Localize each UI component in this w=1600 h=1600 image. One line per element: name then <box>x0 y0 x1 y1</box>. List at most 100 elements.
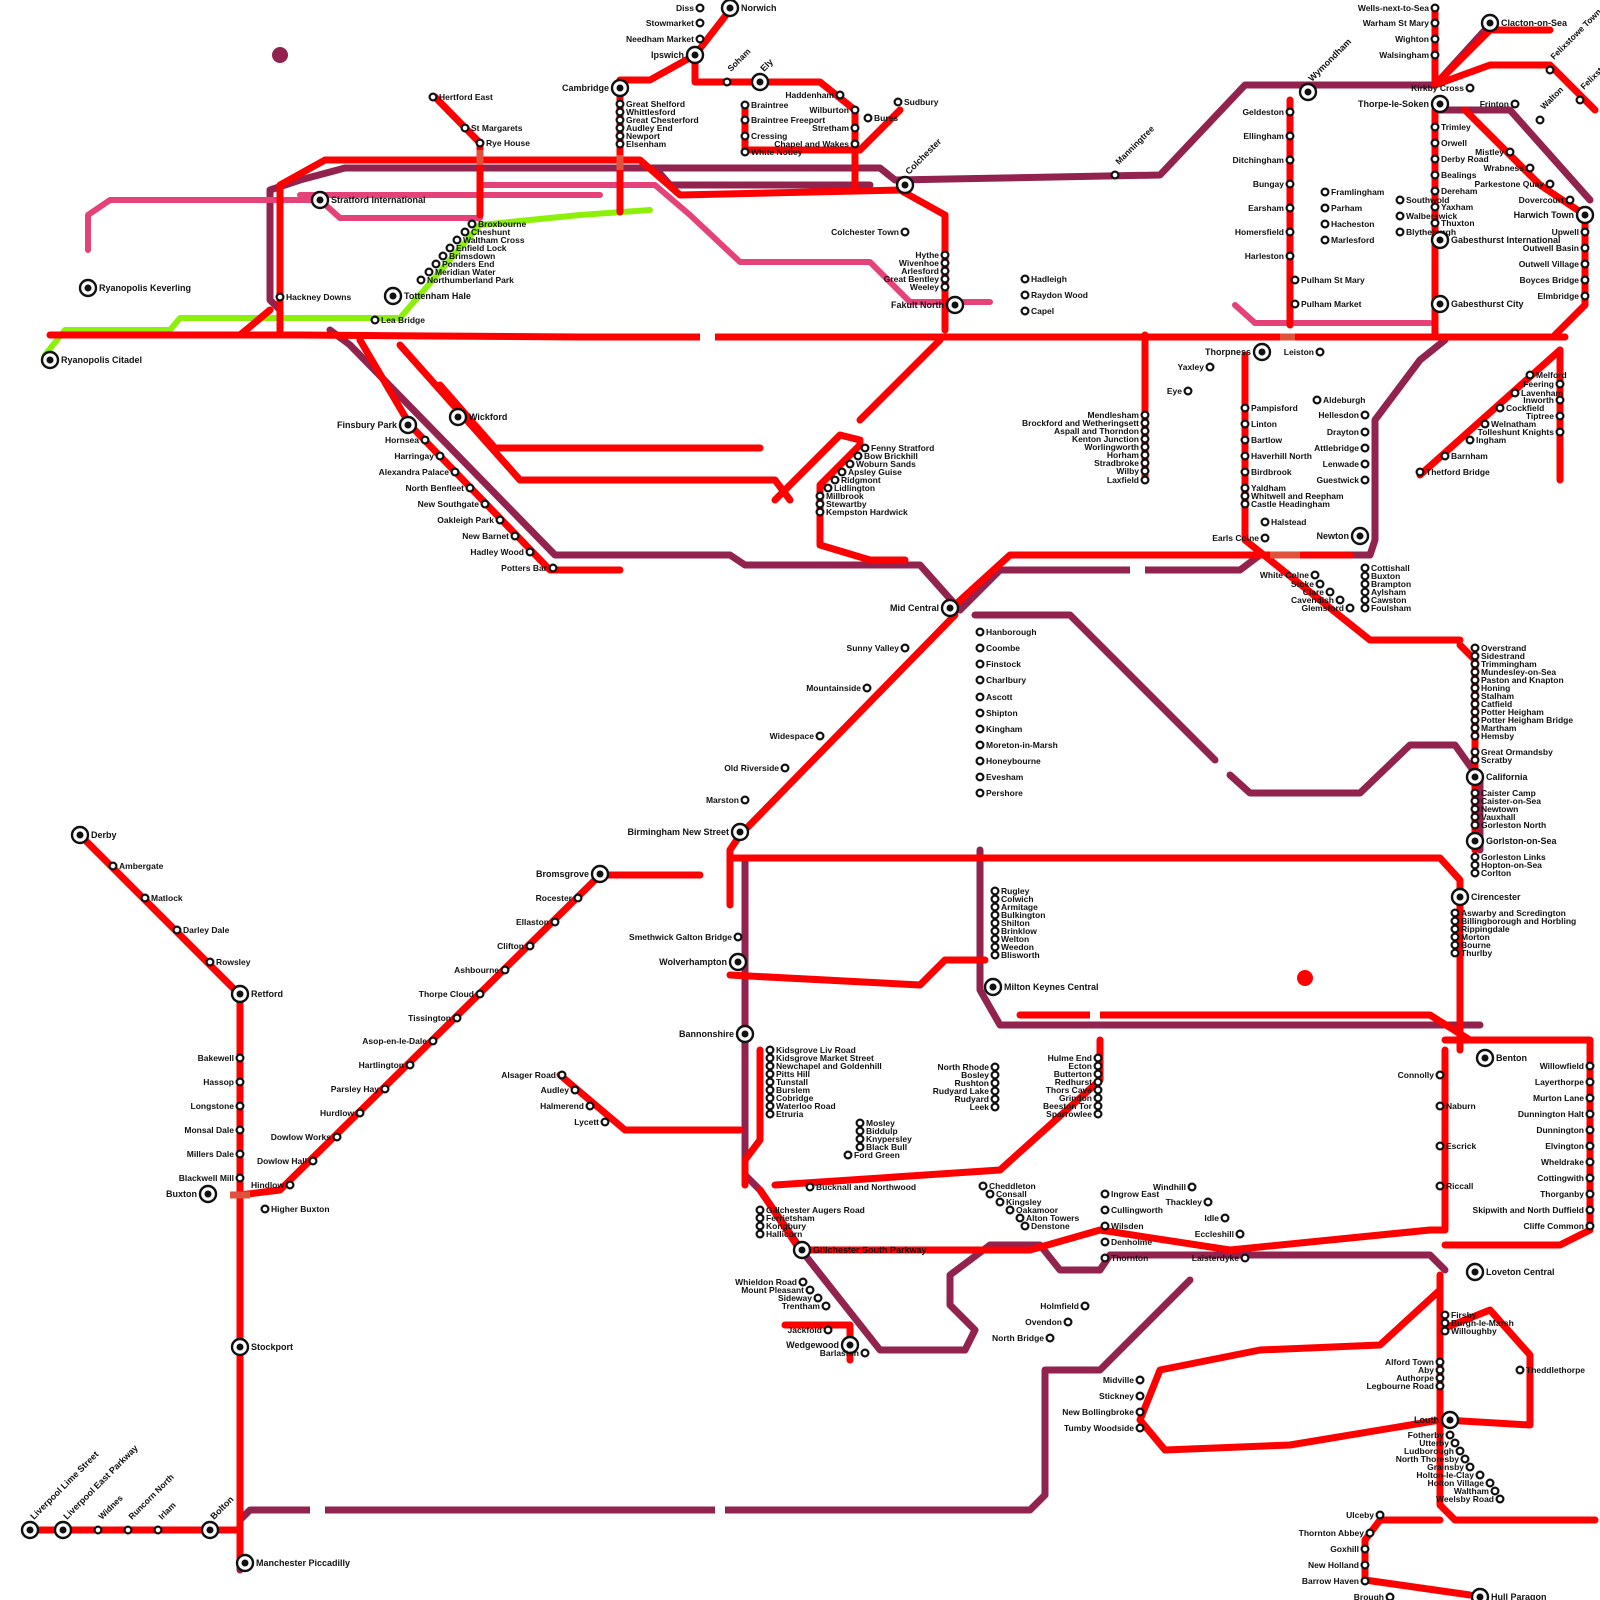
station[interactable]: Colchester Town <box>831 227 910 237</box>
station[interactable]: Birmingham New Street <box>627 822 750 842</box>
station[interactable]: Milton Keynes Central <box>983 977 1099 997</box>
station[interactable]: Sudbury <box>893 97 939 107</box>
station[interactable]: Lidlington <box>823 483 875 493</box>
station[interactable]: Windhill <box>1153 1182 1197 1192</box>
station[interactable]: Legbourne Road <box>1366 1381 1445 1391</box>
station[interactable]: Pitts Hill <box>765 1069 810 1079</box>
station[interactable]: Earls Colne <box>1212 533 1270 543</box>
station[interactable]: Mount Pleasant <box>741 1285 815 1295</box>
station[interactable]: Outwell Basin <box>1523 243 1590 253</box>
station[interactable]: Harwich Town <box>1514 205 1595 225</box>
station[interactable]: Halstead <box>1260 517 1307 527</box>
station[interactable]: Holton Village <box>1427 1478 1495 1488</box>
station[interactable]: Eccleshill <box>1195 1229 1245 1239</box>
station[interactable]: Braintree Freeport <box>740 115 826 125</box>
station[interactable]: Higher Buxton <box>260 1204 330 1214</box>
station[interactable]: Murton Lane <box>1533 1093 1595 1103</box>
station[interactable]: Cottingwith <box>1537 1173 1595 1183</box>
station[interactable]: Alton Towers <box>1015 1213 1080 1223</box>
station[interactable]: Yaldham <box>1240 483 1287 493</box>
station[interactable]: Wighton <box>1395 34 1440 44</box>
station[interactable]: Cockfield <box>1495 403 1545 413</box>
station[interactable]: Trimley <box>1430 122 1471 132</box>
station[interactable]: Moreton-in-Marsh <box>975 740 1058 750</box>
station[interactable]: Leek <box>970 1102 1000 1112</box>
station[interactable]: Evesham <box>975 772 1024 782</box>
station[interactable]: Wivenhoe <box>899 258 950 268</box>
station[interactable]: Barrow Haven <box>1302 1576 1370 1586</box>
station[interactable]: Thorpe-le-Soken <box>1358 94 1450 114</box>
station[interactable]: Kempston Hardwick <box>815 507 908 517</box>
station[interactable]: Loveton Central <box>1465 1262 1555 1282</box>
station[interactable]: Burgh-le-Marsh <box>1440 1318 1514 1328</box>
station[interactable]: Alsager Road <box>501 1070 567 1080</box>
station[interactable]: Kidsgrove Market Street <box>765 1053 874 1063</box>
station[interactable]: Dunnington Halt <box>1518 1109 1595 1119</box>
station[interactable]: Ford Green <box>843 1150 900 1160</box>
station[interactable]: Harleston <box>1245 251 1295 261</box>
station[interactable]: Colchester <box>895 136 944 195</box>
station[interactable]: Woburn Sands <box>845 459 916 469</box>
station[interactable]: California <box>1465 767 1529 787</box>
station[interactable]: Stewartby <box>815 499 867 509</box>
station[interactable]: Paston and Knapton <box>1470 675 1564 685</box>
station[interactable]: Geldeston <box>1242 107 1295 117</box>
station[interactable]: Holton-le-Clay <box>1416 1470 1485 1480</box>
station[interactable]: Rye House <box>475 138 531 148</box>
station[interactable]: Southwold <box>1395 195 1450 205</box>
station[interactable]: St Margarets <box>460 123 523 133</box>
station[interactable]: Naburn <box>1435 1101 1476 1111</box>
station[interactable]: New Bollingbroke <box>1062 1407 1145 1417</box>
station[interactable]: Rocester <box>536 893 583 903</box>
station[interactable]: Ingham <box>1465 435 1507 445</box>
station[interactable]: Haddenham <box>785 90 845 100</box>
station[interactable]: Walton <box>1535 85 1566 125</box>
station[interactable]: Fakult North <box>891 295 965 315</box>
station[interactable]: Yaxham <box>1430 202 1474 212</box>
station[interactable]: Wells-next-to-Sea <box>1358 3 1440 13</box>
station[interactable]: Mistley <box>1475 147 1515 157</box>
station[interactable]: Wedgewood <box>786 1335 860 1355</box>
station[interactable]: Glemsford <box>1301 603 1355 613</box>
station[interactable]: Morton <box>1450 932 1490 942</box>
station[interactable]: Marston <box>706 795 750 805</box>
station[interactable]: Derby <box>70 825 117 845</box>
station[interactable]: New Holland <box>1308 1560 1370 1570</box>
station[interactable]: Martham <box>1470 723 1517 733</box>
station[interactable]: Tiptree <box>1526 411 1565 421</box>
station[interactable]: Scratby <box>1470 755 1513 765</box>
station[interactable]: Jackfold <box>788 1325 833 1335</box>
station[interactable]: Hornsea <box>385 435 430 445</box>
station[interactable]: Stowmarket <box>646 18 705 28</box>
station[interactable]: Castle Headingham <box>1240 499 1331 509</box>
station[interactable]: Buxton <box>1360 571 1401 581</box>
station[interactable]: Fenny Stratford <box>860 443 935 453</box>
station[interactable]: Sideway <box>778 1293 823 1303</box>
station[interactable]: Audley <box>541 1085 580 1095</box>
station[interactable]: Bakewell <box>198 1053 245 1063</box>
station[interactable]: Old Riverside <box>724 763 790 773</box>
station[interactable]: Gabesthurst International <box>1430 230 1561 250</box>
station[interactable]: Ellingham <box>1243 131 1295 141</box>
station[interactable]: Welnatham <box>1480 419 1537 429</box>
station[interactable]: Thackley <box>1166 1197 1213 1207</box>
station[interactable]: Brough <box>1354 1592 1395 1600</box>
station[interactable]: Longstone <box>191 1101 245 1111</box>
station[interactable]: Beeston Tor <box>1043 1101 1103 1111</box>
station[interactable]: Billingborough and Horbling <box>1450 916 1577 926</box>
station[interactable]: Corlton <box>1470 868 1512 878</box>
station[interactable]: Braintree <box>740 100 789 110</box>
station[interactable]: Great Chesterford <box>615 115 699 125</box>
station[interactable]: Louth <box>1414 1410 1460 1430</box>
station[interactable]: Bucknall and Northwood <box>805 1182 917 1192</box>
station[interactable]: Ryanopolis Keverling <box>78 278 191 298</box>
station[interactable]: Hackney Downs <box>275 292 352 302</box>
station[interactable]: Monsal Dale <box>184 1125 245 1135</box>
station[interactable]: Tumby Woodside <box>1064 1423 1145 1433</box>
station[interactable]: Redhurst <box>1055 1077 1103 1087</box>
station[interactable]: Bow Brickhill <box>853 451 918 461</box>
station[interactable]: Benton <box>1475 1048 1527 1068</box>
station[interactable]: Aspall and Thorndon <box>1054 426 1150 436</box>
station[interactable]: Cressing <box>740 131 788 141</box>
station[interactable]: Tolleshunt Knights <box>1478 427 1565 437</box>
